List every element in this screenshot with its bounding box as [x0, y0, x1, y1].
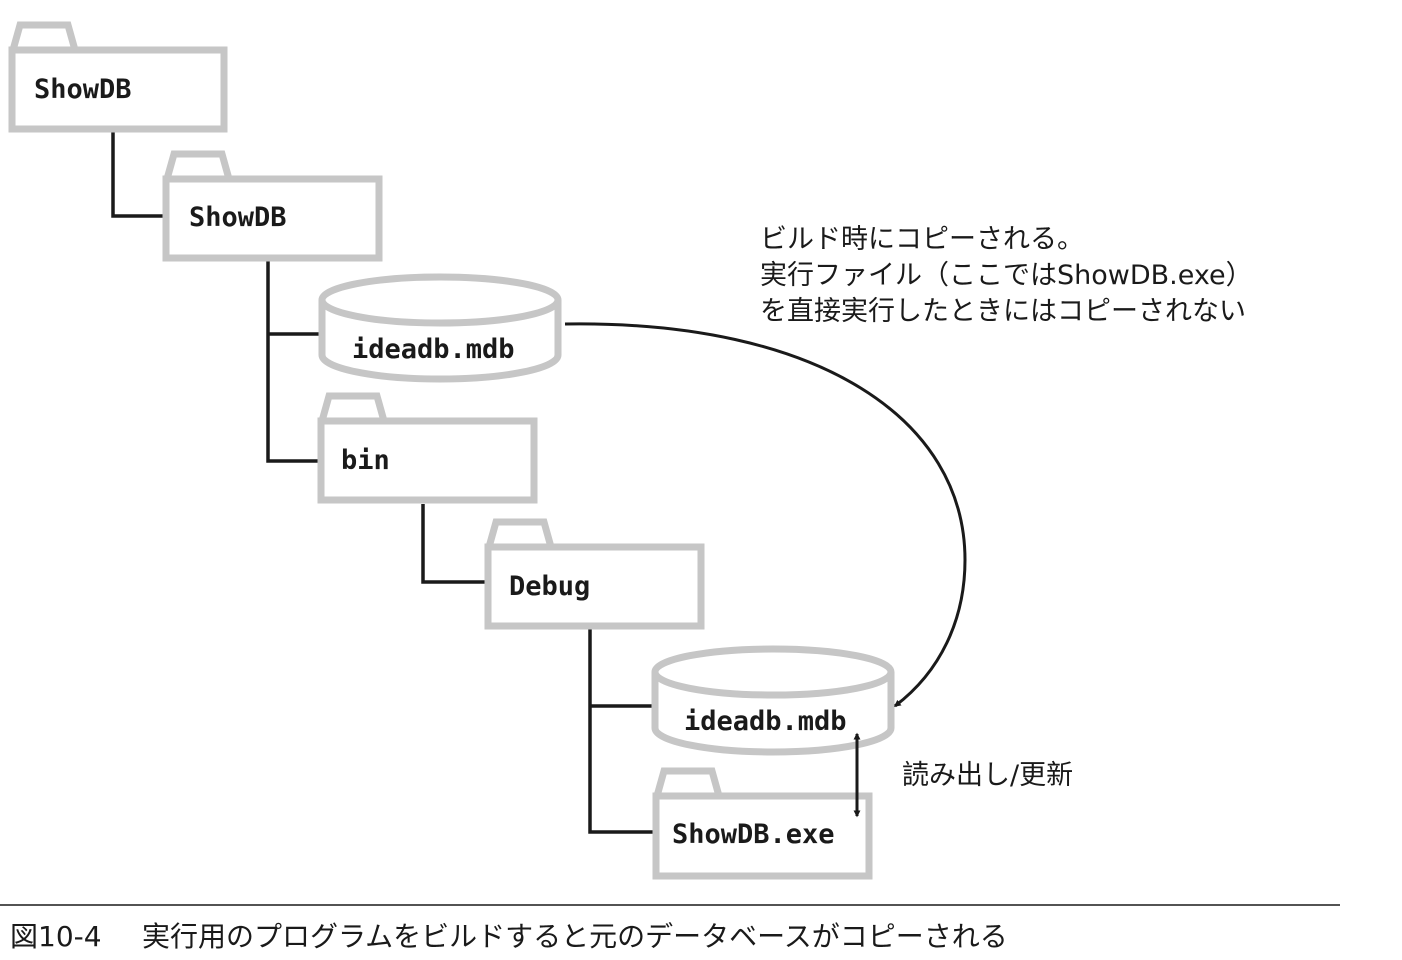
project-db-label: ideadb.mdb — [352, 334, 515, 365]
read-update-note: 読み出し/更新 — [902, 760, 1073, 791]
folder-icon — [163, 150, 233, 180]
database-icon — [318, 300, 562, 383]
folder-icon — [9, 21, 79, 51]
debug-database[interactable]: ideadb.mdb — [651, 645, 895, 756]
tree-connectors — [111, 132, 656, 834]
debug-folder-label: Debug — [509, 571, 590, 602]
debug-db-label: ideadb.mdb — [684, 706, 847, 737]
folder-body — [484, 543, 705, 630]
copy-note-line3: を直接実行したときにはコピーされない — [760, 296, 1246, 327]
figure-number: 図10-4 — [10, 920, 102, 953]
database-top — [651, 645, 895, 699]
folder-body — [162, 175, 383, 262]
folder-icon — [485, 518, 555, 548]
folder-body — [652, 792, 873, 880]
database-icon — [651, 672, 895, 756]
folder-body — [317, 417, 538, 504]
bin-folder[interactable]: bin — [317, 392, 538, 504]
copy-note-line2: 実行ファイル（ここではShowDB.exe） — [760, 260, 1253, 291]
copy-note: ビルド時にコピーされる。 実行ファイル（ここではShowDB.exe） を直接実… — [760, 224, 1253, 327]
project-folder[interactable]: ShowDB — [162, 150, 383, 262]
root-folder[interactable]: ShowDB — [8, 21, 228, 133]
figure-caption: 実行用のプログラムをビルドすると元のデータベースがコピーされる — [142, 920, 1008, 953]
folder-icon — [318, 392, 388, 422]
project-folder-label: ShowDB — [189, 202, 287, 233]
bin-folder-label: bin — [341, 445, 390, 476]
folder-body — [8, 46, 228, 133]
root-folder-label: ShowDB — [34, 74, 132, 105]
project-database[interactable]: ideadb.mdb — [318, 273, 562, 383]
copy-note-line1: ビルド時にコピーされる。 — [760, 224, 1084, 255]
database-top — [318, 273, 562, 327]
copy-arrow — [564, 322, 967, 708]
exe-file-label: ShowDB.exe — [672, 819, 835, 850]
folder-icon — [653, 767, 723, 797]
exe-file[interactable]: ShowDB.exe — [652, 767, 873, 880]
debug-folder[interactable]: Debug — [484, 518, 705, 630]
